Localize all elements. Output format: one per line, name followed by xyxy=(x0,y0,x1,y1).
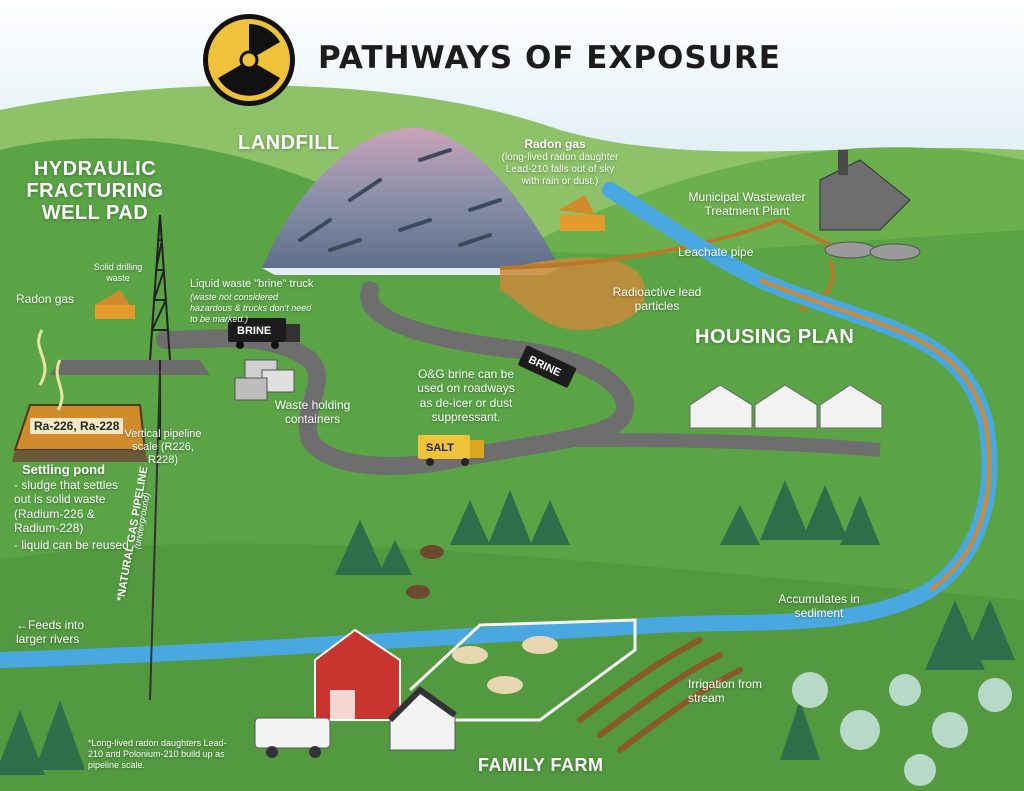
leachate-flow xyxy=(500,257,646,330)
settling-pond-title: Settling pond xyxy=(22,462,106,477)
municipal-label: Municipal Wastewater Treatment Plant xyxy=(688,190,806,219)
salt-truck: SALT xyxy=(418,435,484,466)
cow xyxy=(452,636,558,694)
radiation-logo xyxy=(203,14,295,106)
waste-containers xyxy=(234,359,295,401)
leachate-pipe xyxy=(499,218,781,270)
farm-header: FAMILY FARM xyxy=(478,755,604,775)
radon-gas-left-label: Radon gas xyxy=(16,292,75,306)
leachate-label: Leachate pipe xyxy=(678,245,754,259)
pond-tag: Ra-226, Ra-228 xyxy=(30,418,124,435)
stream-sediment xyxy=(759,278,992,592)
settling-pond-text: - sludge that settles out is solid waste… xyxy=(14,478,119,536)
well-pad-ground xyxy=(50,360,210,375)
irrigation-rows xyxy=(577,637,743,753)
feeds-rivers-label: ←Feeds into larger rivers xyxy=(16,618,85,647)
brine-truck-1: BRINE xyxy=(228,318,300,349)
radiation-symbol-icon xyxy=(203,14,295,106)
round-tree xyxy=(792,672,1012,786)
red-barn xyxy=(314,628,401,721)
footnote: *Long-lived radon daughters Lead-210 and… xyxy=(88,738,227,770)
page-title: PATHWAYS OF EXPOSURE xyxy=(318,40,781,76)
settling-pond-text2: - liquid can be reused xyxy=(14,538,129,552)
radon-wisp xyxy=(55,359,64,411)
brine-truck-tag-1: BRINE xyxy=(237,325,271,337)
dump-truck-well xyxy=(95,290,135,319)
brine-truck-label: Liquid waste "brine" truck xyxy=(190,278,314,290)
settling-pond-wall xyxy=(12,450,148,462)
waste-containers-label: Waste holding containers xyxy=(274,398,351,427)
salt-truck-tag: SALT xyxy=(426,442,454,454)
landfill-header: LANDFILL xyxy=(238,132,340,154)
housing-header: HOUSING PLAN xyxy=(695,326,855,348)
lead-particles-label: Radioactive lead particles xyxy=(612,285,702,314)
radon-wisp xyxy=(37,329,47,386)
radon-gas-top-title: Radon gas xyxy=(524,137,586,151)
deer xyxy=(406,545,444,599)
white-barn xyxy=(387,686,457,751)
landfill-pile xyxy=(262,127,560,268)
well-pad-header: HYDRAULIC FRACTURING WELL PAD xyxy=(26,158,164,224)
radon-gas-top-text: (long-lived radon daughter Lead-210 fall… xyxy=(501,152,619,187)
sediment-label: Accumulates in sediment xyxy=(778,592,860,621)
fence xyxy=(408,618,637,722)
irrigation-label: Irrigation from stream xyxy=(688,677,763,706)
brine-truck-note: (waste not considered hazardous & trucks… xyxy=(190,292,312,324)
landfill-base xyxy=(262,268,560,275)
landfill-texture xyxy=(298,148,502,252)
wastewater-plant xyxy=(819,150,921,261)
drilling-rig xyxy=(149,214,171,361)
milk-truck xyxy=(254,717,331,758)
pipeline-scale-label: Vertical pipeline scale (R226, R228) xyxy=(124,428,202,467)
tree xyxy=(0,480,1015,775)
dump-truck-landfill xyxy=(558,195,605,231)
solid-drilling-waste-label: Solid drilling waste xyxy=(93,262,143,283)
gas-pipeline-line xyxy=(149,369,161,701)
road-housing xyxy=(574,433,881,457)
houses xyxy=(689,384,883,429)
brine-roads-label: O&G brine can be used on roadways as de-… xyxy=(417,367,515,425)
